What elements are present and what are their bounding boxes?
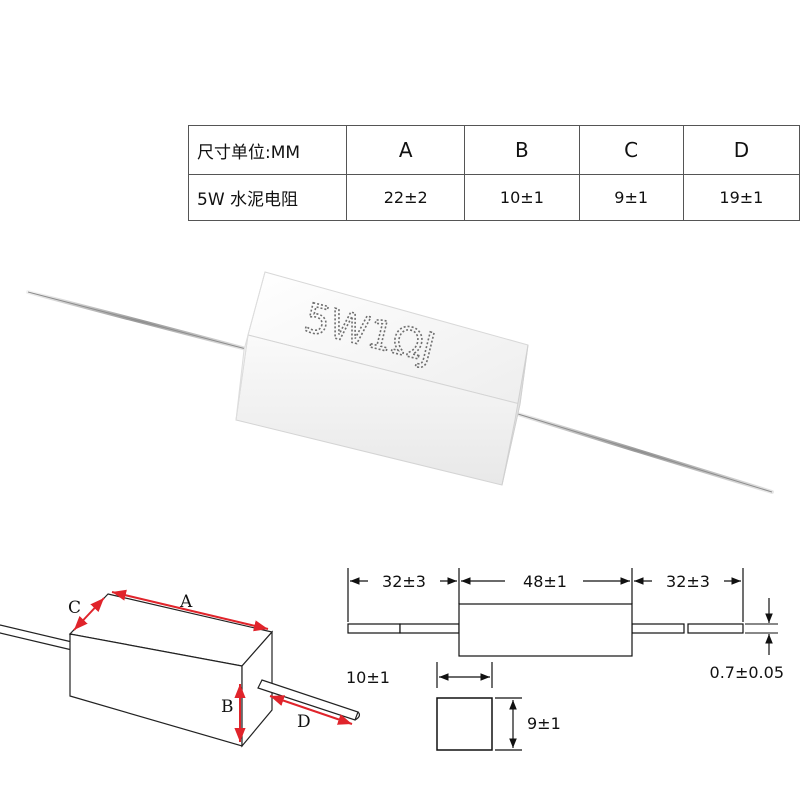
spec-table-header-row: 尺寸单位:MM A B C D	[187, 125, 800, 175]
lead-diameter: 0.7±0.05	[710, 663, 784, 682]
left-lead-edge	[27, 291, 251, 351]
side-lead-left-a	[347, 623, 401, 634]
spec-table-row: 5W 水泥电阻 22±2 10±1 9±1 19±1	[187, 174, 800, 221]
label-c: C	[68, 598, 81, 618]
resistor-photo: 5W1ΩJ	[26, 271, 774, 494]
lead-right-length: 32±3	[666, 572, 710, 591]
side-view-drawing: 32±3 48±1 32±3 0.7±0.05	[347, 568, 784, 682]
spec-row-b: 10±1	[464, 174, 580, 221]
spec-row-a: 22±2	[346, 174, 466, 221]
box-left-lead	[0, 624, 73, 643]
spec-header-a: A	[346, 125, 466, 175]
resistor-left-face	[235, 271, 266, 421]
side-body	[458, 603, 633, 657]
dim-d-arrow	[269, 695, 353, 725]
spec-header-d: D	[682, 125, 800, 175]
side-lead-right-a	[631, 623, 685, 634]
side-lead-left-b	[399, 623, 460, 634]
spec-header-unit: 尺寸单位:MM	[187, 125, 348, 175]
spec-row-name: 5W 水泥电阻	[187, 174, 348, 221]
side-lead-right-b	[687, 623, 744, 634]
spec-header-c: C	[578, 125, 684, 175]
end-view-drawing: 10±1 9±1	[346, 662, 561, 751]
spec-row-d: 19±1	[682, 174, 800, 221]
lead-left-length: 32±3	[382, 572, 426, 591]
label-d: D	[297, 712, 311, 732]
end-square	[436, 697, 493, 751]
spec-row-c: 9±1	[578, 174, 684, 221]
body-length: 48±1	[523, 572, 567, 591]
label-a: A	[179, 592, 193, 612]
label-b: B	[221, 697, 234, 717]
dim-c-arrow	[73, 597, 105, 631]
dim-a-arrow	[111, 589, 269, 632]
resistor-end-face	[501, 344, 529, 486]
box-dimension-drawing: A C B D	[0, 589, 361, 748]
end-height: 9±1	[527, 714, 561, 733]
end-width: 10±1	[346, 668, 390, 687]
spec-table: 尺寸单位:MM A B C D 5W 水泥电阻 22±2 10±1 9±1 19…	[187, 125, 800, 221]
right-lead-edge	[504, 409, 773, 493]
